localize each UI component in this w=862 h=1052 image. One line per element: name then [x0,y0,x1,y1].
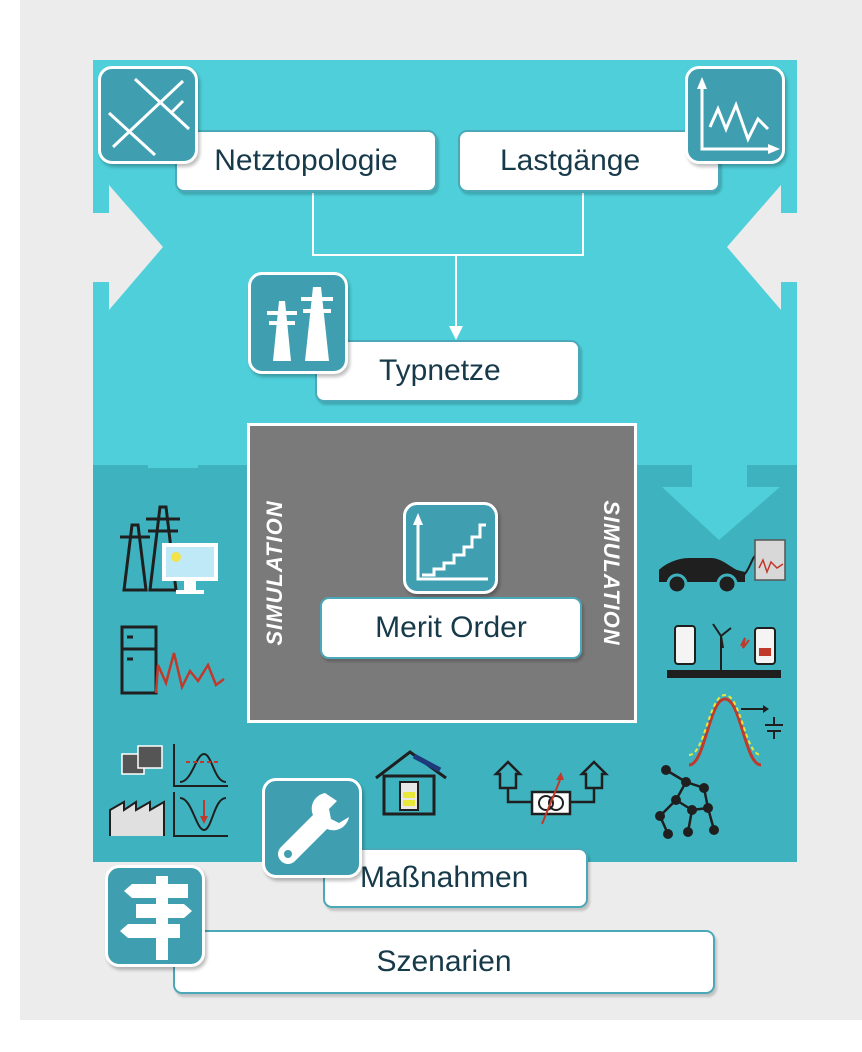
massnahmen-label: Maßnahmen [323,848,588,908]
netztopologie-label: Netztopologie [175,130,437,192]
simulation-label-right: SIMULATION [599,500,624,646]
typnetze-label: Typnetze [315,340,580,402]
netztopologie-text: Netztopologie [214,144,398,177]
massnahmen-text: Maßnahmen [360,861,529,894]
typnetze-text: Typnetze [379,354,501,387]
network-graph-icon [655,765,719,839]
lastgaenge-label: Lastgänge [458,130,720,192]
wrench-icon [262,778,362,878]
ac-waveform-icon [688,693,783,767]
merit-order-label: Merit Order [320,597,582,659]
down-arrow-right [662,462,780,540]
merit-order-text: Merit Order [375,611,527,644]
fridge-load-icon [120,625,225,695]
pylon-monitor-icon [120,505,218,594]
grid-topology-icon [98,66,198,164]
signpost-icon [105,865,205,967]
pv-factory-curves-icon [109,744,228,837]
load-curve-chart-icon [685,66,785,164]
left-inward-arrow [93,185,163,310]
right-inward-arrow [727,185,797,310]
grid-storage-wind-icon [667,623,781,678]
house-battery-icon [375,750,447,816]
up-arrow-left [118,410,228,468]
substation-transformer-icon [492,760,610,825]
transmission-towers-icon [248,272,348,374]
simulation-label-left: SIMULATION [262,500,287,646]
szenarien-text: Szenarien [376,945,512,978]
electric-car-icon [659,539,786,595]
lastgaenge-text: Lastgänge [500,144,641,177]
szenarien-label: Szenarien [173,930,715,994]
merit-order-staircase-icon [403,502,498,594]
